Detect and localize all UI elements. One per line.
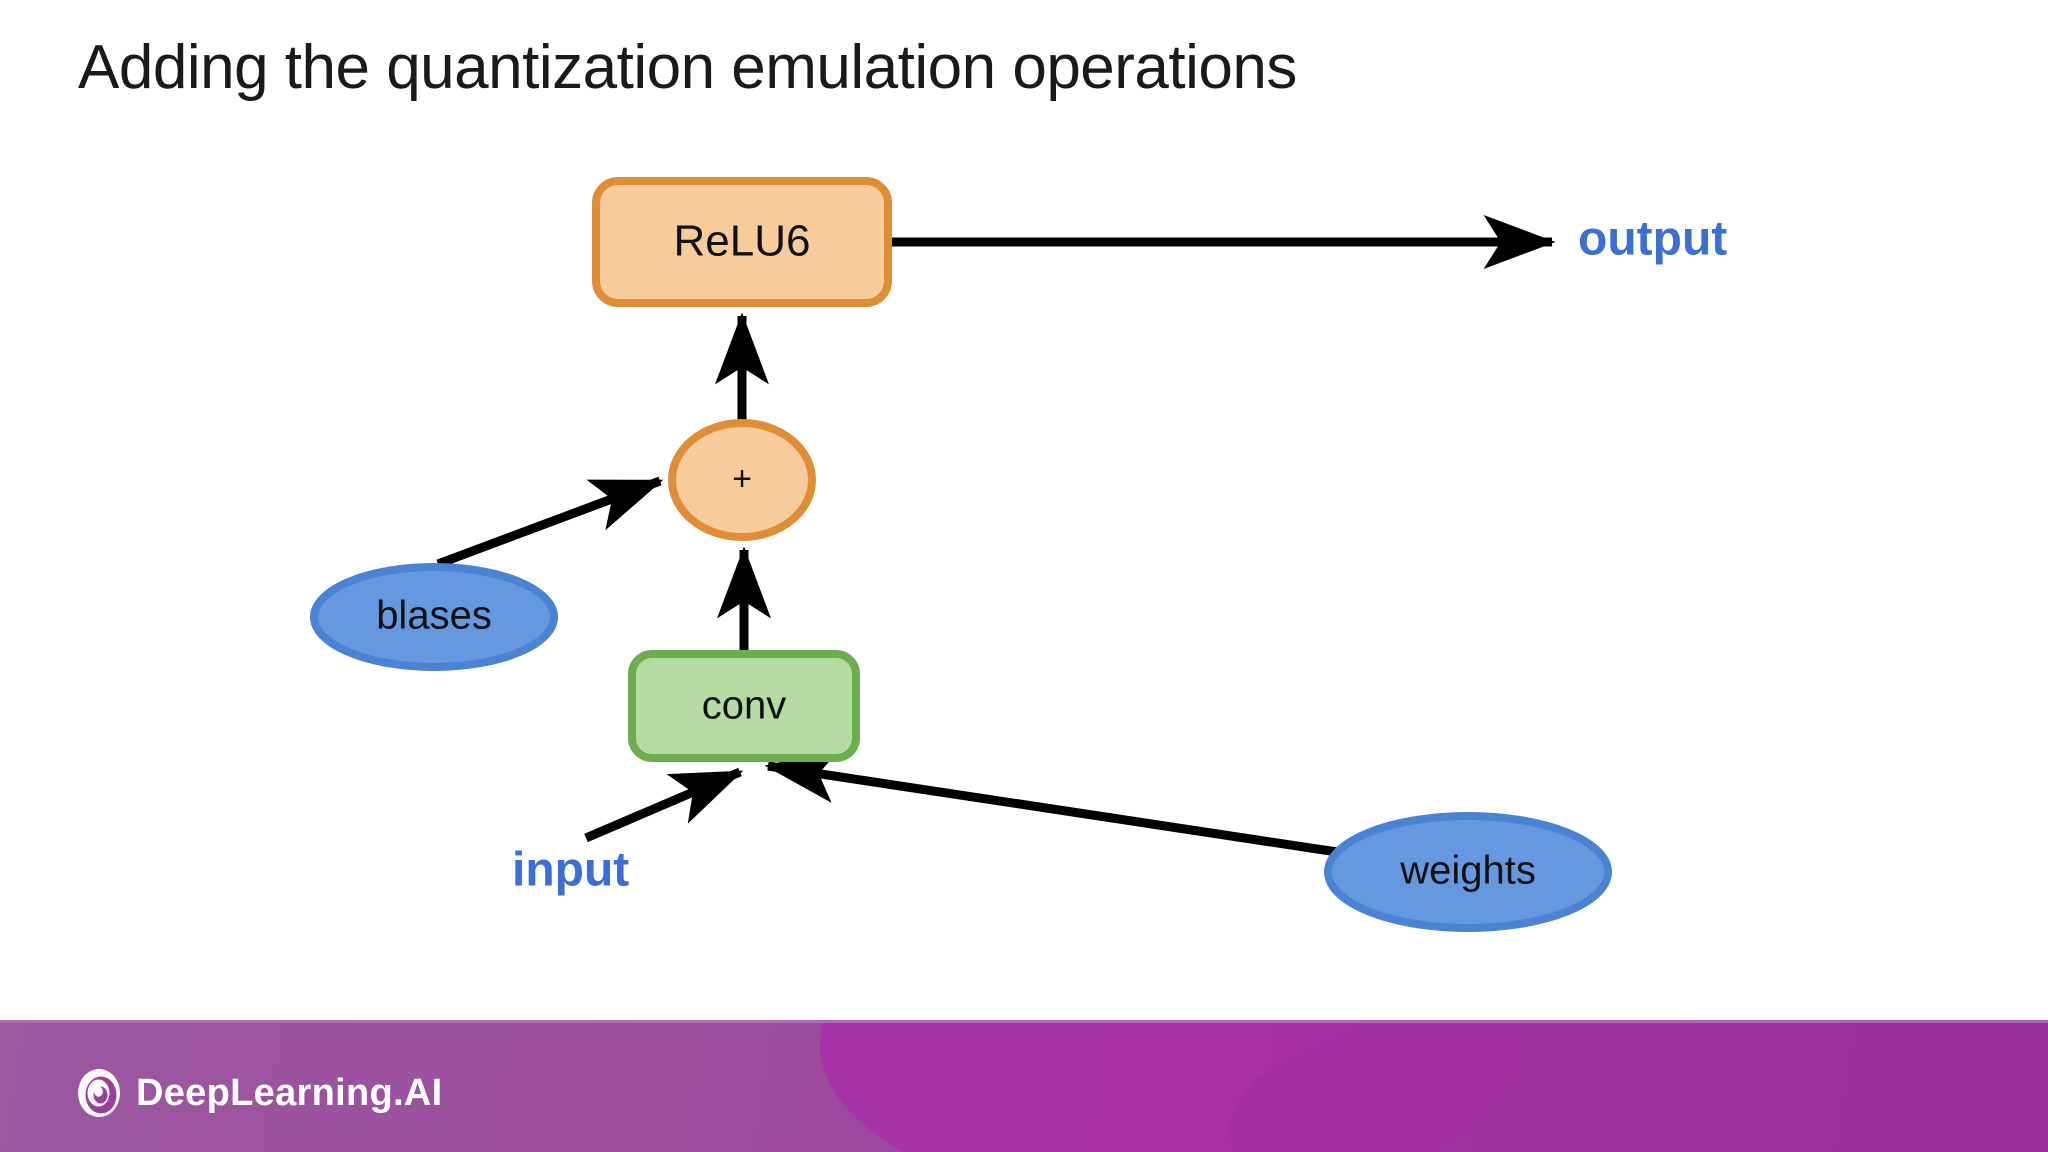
node-conv[interactable]: conv — [628, 650, 860, 762]
diagram-edges — [436, 214, 1556, 857]
io-label-input: input — [512, 844, 629, 897]
brand-lockup: DeepLearning.AI — [76, 1068, 442, 1118]
deeplearning-spiral-icon — [78, 1069, 120, 1117]
io-label-output: output — [1578, 213, 1727, 266]
node-relu6[interactable]: ReLU6 — [592, 177, 892, 307]
node-biases[interactable]: blases — [310, 563, 558, 671]
node-biases-label: blases — [376, 594, 492, 638]
node-weights[interactable]: weights — [1324, 812, 1612, 932]
node-add-label: + — [732, 460, 752, 498]
node-weights-label: weights — [1399, 849, 1536, 893]
brand-name: DeepLearning.AI — [136, 1072, 443, 1114]
node-biases-shape — [310, 563, 558, 671]
node-weights-shape — [1324, 812, 1612, 932]
node-conv-shape — [628, 650, 860, 762]
edge-weights-to-conv — [764, 749, 1338, 857]
node-add-shape — [668, 419, 816, 541]
edge-input-to-conv — [584, 767, 744, 843]
node-relu6-label: ReLU6 — [674, 217, 811, 266]
diagram-canvas: ReLU6 + blases conv weights output input — [310, 177, 1727, 932]
node-relu6-shape — [592, 177, 892, 307]
edge-biases-to-add — [436, 476, 664, 569]
node-conv-label: conv — [702, 684, 787, 728]
footer-band — [0, 1020, 2048, 1152]
page-title: Adding the quantization emulation operat… — [78, 33, 1297, 102]
footer-top-divider — [0, 1020, 2048, 1023]
footer-decorative-swoosh-secondary — [1230, 1020, 2048, 1152]
node-add[interactable]: + — [668, 419, 816, 541]
